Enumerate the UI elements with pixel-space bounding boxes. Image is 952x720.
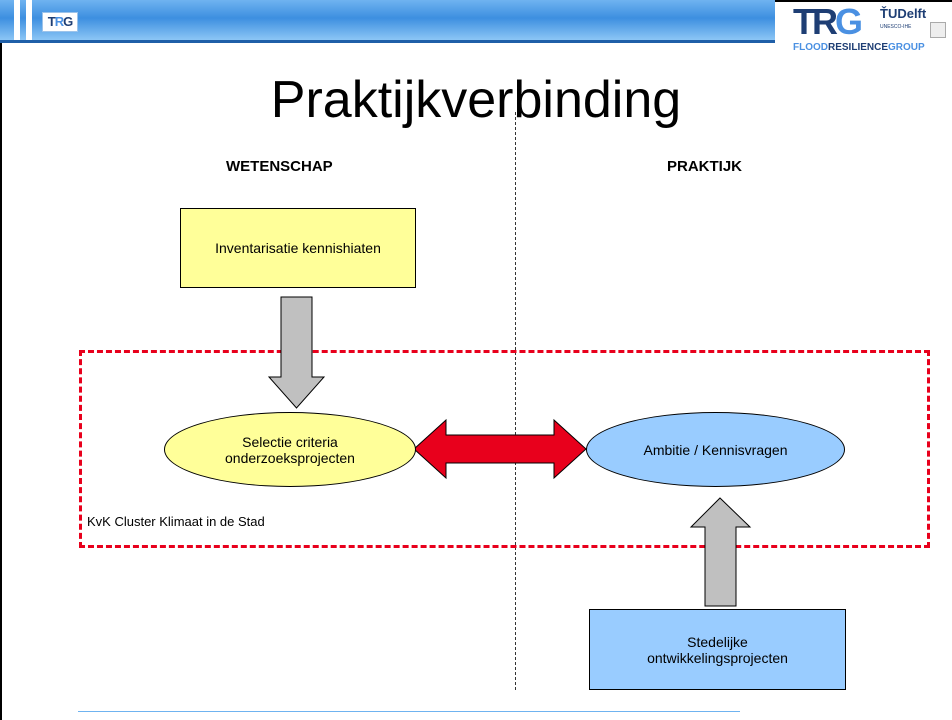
left-column-heading: WETENSCHAP — [226, 158, 333, 175]
inventarisatie-box: Inventarisatie kennishiaten — [180, 208, 416, 288]
stedelijke-label-line1: Stedelijke — [687, 633, 748, 650]
footer-line — [78, 711, 740, 712]
inventarisatie-label: Inventarisatie kennishiaten — [215, 240, 381, 256]
down-arrow — [267, 296, 326, 409]
selectie-ellipse: Selectie criteria onderzoeksprojecten — [164, 412, 416, 487]
unesco-emblem — [930, 22, 946, 38]
header-stripe — [14, 0, 20, 40]
ambitie-ellipse: Ambitie / Kennisvragen — [586, 412, 845, 487]
slide-title: Praktijkverbinding — [270, 71, 682, 129]
header-band — [0, 0, 775, 40]
right-column-heading: PRAKTIJK — [667, 158, 743, 175]
cluster-label: KvK Cluster Klimaat in de Stad — [87, 514, 265, 529]
stedelijke-label-line2: ontwikkelingsprojecten — [647, 649, 788, 666]
frg-mini-logo: TRG — [42, 12, 78, 32]
cluster-boundary — [79, 350, 930, 548]
header-stripe — [26, 0, 32, 40]
header-band-underline — [0, 40, 775, 43]
up-arrow — [689, 497, 752, 607]
flood-resilience-group-logo: TRG FLOODRESILIENCEGROUP — [793, 1, 925, 54]
column-divider — [515, 112, 516, 690]
selectie-label-line1: Selectie criteria — [242, 433, 338, 450]
stedelijke-box: Stedelijke ontwikkelingsprojecten — [589, 609, 846, 690]
double-arrow — [413, 418, 587, 480]
tudelft-logo: ŤUDelft UNESCO-IHE — [880, 2, 952, 38]
selectie-label-line2: onderzoeksprojecten — [225, 449, 355, 466]
ambitie-label: Ambitie / Kennisvragen — [643, 441, 788, 458]
